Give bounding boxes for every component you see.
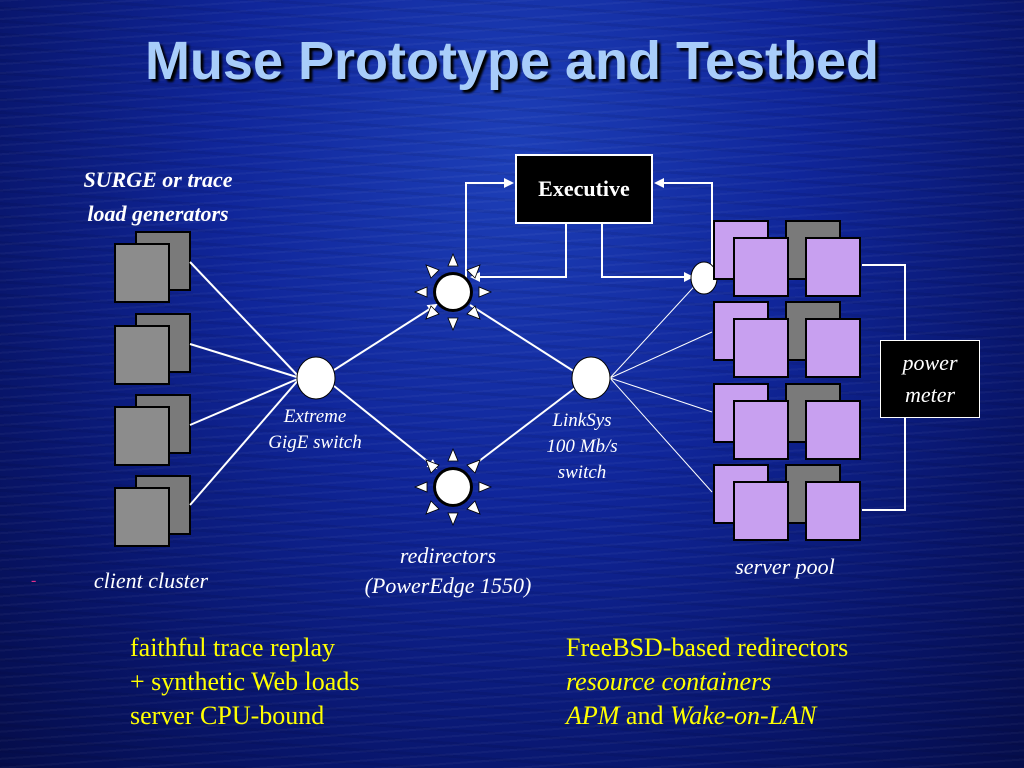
bullet-left-1: faithful trace replay — [130, 633, 335, 662]
client-cluster — [114, 231, 191, 547]
load-generators-line-2: load generators — [87, 201, 229, 226]
bullet-right-1: FreeBSD-based redirectors — [566, 633, 849, 662]
linksys-switch-node — [571, 356, 611, 400]
bullets-left: faithful trace replay + synthetic Web lo… — [130, 631, 359, 733]
redirectors-line-2: (PowerEdge 1550) — [364, 573, 532, 598]
bullet-right-3-and: and — [619, 701, 670, 730]
bullet-right-3: APM and Wake-on-LAN — [566, 699, 848, 733]
linksys-switch-label: LinkSys 100 Mb/s switch — [520, 408, 644, 486]
page-title: Muse Prototype and Testbed — [144, 31, 880, 91]
client-cluster-label: client cluster — [93, 568, 209, 593]
server-pool-label: server pool — [735, 554, 835, 579]
client-node-1 — [114, 231, 191, 303]
client-node-2 — [114, 313, 191, 385]
load-generators-line-1: SURGE or trace — [83, 167, 233, 192]
server-row-1 — [713, 220, 861, 297]
bullet-left-3: server CPU-bound — [130, 701, 325, 730]
linksys-line-1: LinkSys — [552, 410, 612, 431]
executive-box: Executive — [515, 154, 653, 224]
power-meter-label-1: power — [902, 350, 958, 375]
extreme-switch-node — [296, 356, 336, 400]
linksys-server-links — [609, 277, 713, 493]
power-meter-label-2: meter — [904, 382, 956, 407]
bullet-marker: - — [31, 572, 37, 589]
redirectors-line-1: redirectors — [399, 543, 497, 568]
redirector-top-node — [413, 252, 493, 332]
power-meter-links — [862, 264, 906, 511]
extreme-switch-line-1: Extreme — [283, 406, 347, 427]
switch-redirector-links — [333, 303, 576, 470]
redirectors-label: redirectors (PowerEdge 1550) — [318, 541, 578, 601]
client-node-3 — [114, 394, 191, 466]
load-generators-label: SURGE or trace load generators — [40, 163, 276, 231]
redirector-bottom-node — [413, 447, 493, 527]
server-row-3 — [713, 383, 861, 460]
bullet-right-3-apm: APM — [566, 701, 620, 730]
bullet-right-3-wol: Wake-on-LAN — [669, 701, 817, 730]
server-row-2 — [713, 301, 861, 378]
client-node-4 — [114, 475, 191, 547]
bullet-left-2: + synthetic Web loads — [130, 667, 360, 696]
server-row-4 — [713, 464, 861, 541]
linksys-line-3: switch — [557, 462, 607, 483]
extreme-switch-label: Extreme GigE switch — [240, 404, 390, 456]
linksys-line-2: 100 Mb/s — [546, 436, 618, 457]
client-links — [189, 261, 301, 506]
bullet-right-2: resource containers — [566, 667, 772, 696]
executive-links — [465, 178, 713, 282]
bullets-right: FreeBSD-based redirectors resource conta… — [566, 631, 848, 733]
server-pool — [713, 220, 861, 541]
power-meter-box: power meter — [880, 340, 980, 418]
extreme-switch-line-2: GigE switch — [268, 432, 362, 453]
